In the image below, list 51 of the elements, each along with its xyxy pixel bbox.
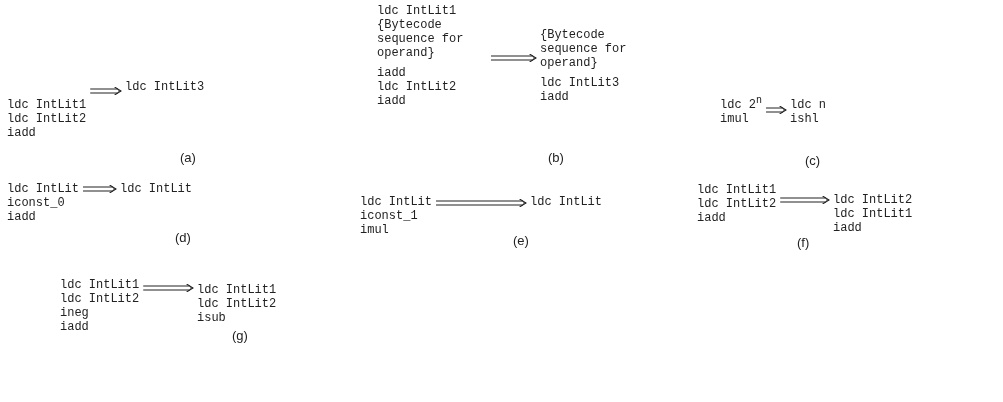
code-line: ldc IntLit2	[7, 112, 87, 126]
code-line: ldc IntLit3	[125, 80, 205, 94]
code-line: ldc IntLit1	[60, 278, 140, 292]
code-line: ldc IntLit1	[197, 283, 277, 297]
code-line: ldc IntLit2	[697, 197, 777, 211]
code-line: iadd	[833, 221, 863, 235]
code-line: imul	[720, 112, 750, 126]
panel-caption: (b)	[548, 150, 564, 165]
code-line: ldc IntLit3	[540, 76, 621, 90]
panel-caption: (e)	[513, 233, 529, 248]
code-line: ishl	[790, 112, 820, 126]
code-line: iadd	[377, 66, 407, 80]
panel-caption: (d)	[175, 230, 191, 245]
code-line: isub	[197, 311, 227, 325]
code-comment: {Bytecode sequence for operand}	[540, 28, 628, 70]
code-line: iadd	[7, 210, 37, 224]
code-line: ldc IntLit	[120, 182, 192, 196]
code-line: ldc n	[790, 98, 826, 112]
code-line: iadd	[697, 211, 727, 225]
code-line: ldc IntLit	[7, 182, 79, 196]
code-line: ldc IntLit1	[697, 183, 777, 197]
code-line: ldc IntLit1	[7, 98, 87, 112]
code-line: ldc IntLit1	[377, 4, 458, 18]
panel-caption: (f)	[797, 235, 810, 250]
code-line: iadd	[377, 94, 407, 108]
code-line: iadd	[60, 320, 90, 334]
code-line: iconst_0	[7, 196, 66, 210]
code-line: ldc IntLit2	[60, 292, 140, 306]
code-line: ldc IntLit2	[377, 80, 458, 94]
double-arrow	[490, 53, 537, 63]
code-line: ldc IntLit	[360, 195, 432, 209]
code-line: iadd	[540, 90, 570, 104]
code-line: ldc IntLit2	[833, 193, 913, 207]
code-line: iadd	[7, 126, 37, 140]
double-arrow	[779, 195, 830, 205]
code-line: ldc IntLit2	[197, 297, 277, 311]
panel-caption: (g)	[232, 328, 248, 343]
double-arrow	[82, 184, 117, 194]
code-comment: {Bytecode sequence for operand}	[377, 18, 465, 60]
double-arrow	[765, 105, 787, 115]
panel-caption: (c)	[805, 153, 821, 168]
double-arrow	[89, 86, 122, 96]
panel-caption: (a)	[180, 150, 196, 165]
code-line: ldc IntLit1	[833, 207, 913, 221]
code-line: ldc IntLit	[530, 195, 602, 209]
code-line: iconst_1	[360, 209, 419, 223]
double-arrow	[435, 198, 527, 208]
code-line: ineg	[60, 306, 90, 320]
code-line: imul	[360, 223, 390, 237]
double-arrow	[142, 283, 194, 293]
code-line: ldc 2$^{n}$	[720, 94, 763, 112]
